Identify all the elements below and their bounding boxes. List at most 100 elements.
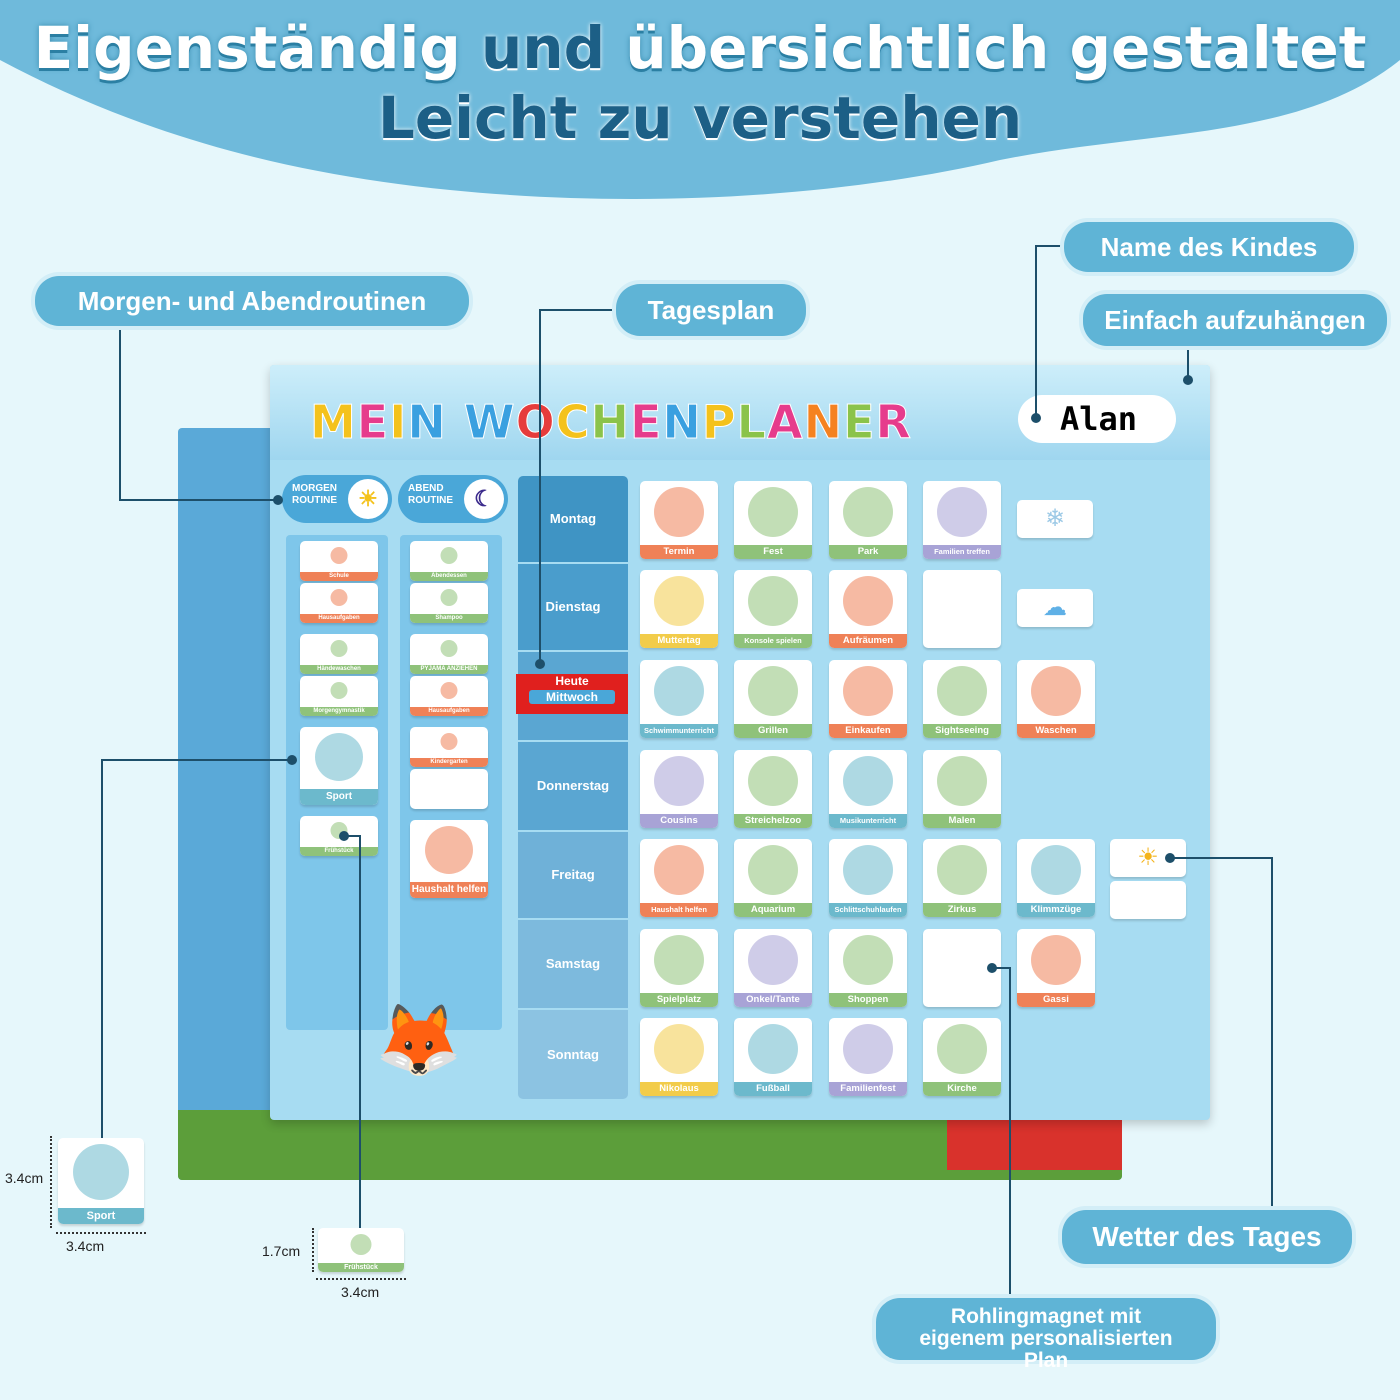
magnet-card-muttertag[interactable]: Muttertag — [640, 570, 718, 648]
magnet-label: Sport — [300, 789, 378, 805]
weather-magnet-snow[interactable]: ❄ — [1017, 500, 1093, 538]
schule-illustration — [330, 547, 348, 564]
cousins-illustration — [654, 756, 704, 806]
magnet-card-spielplatz[interactable]: Spielplatz — [640, 929, 718, 1007]
magnet-card-frühstück[interactable]: Frühstück — [300, 816, 378, 856]
magnet-label: Hausaufgaben — [410, 707, 488, 716]
magnet-card-zirkus[interactable]: Zirkus — [923, 839, 1001, 917]
day-label: Sonntag — [547, 1047, 599, 1062]
magnet-card-schlittschuhlaufen[interactable]: Schlittschuhlaufen — [829, 839, 907, 917]
einkaufen-illustration — [843, 666, 893, 716]
park-illustration — [843, 487, 893, 537]
magnet-card-fest[interactable]: Fest — [734, 481, 812, 559]
magnet-card-park[interactable]: Park — [829, 481, 907, 559]
sample-big-width: 3.4cm — [66, 1238, 105, 1254]
headline-line2: Leicht zu verstehen — [377, 84, 1023, 152]
magnet-card-kindergarten[interactable]: Kindergarten — [410, 727, 488, 767]
magnet-card-familien-treffen[interactable]: Familien treffen — [923, 481, 1001, 559]
magnet-card-musikunterricht[interactable]: Musikunterricht — [829, 750, 907, 828]
magnet-card-schwimmunterricht[interactable]: Schwimmunterricht — [640, 660, 718, 738]
hausaufgaben-illustration — [440, 682, 458, 699]
magnet-card-sightseeing[interactable]: Sightseeing — [923, 660, 1001, 738]
magnet-card-haushalt-helfen[interactable]: Haushalt helfen — [640, 839, 718, 917]
magnet-label: Streichelzoo — [734, 814, 812, 828]
sport-illustration — [73, 1144, 129, 1200]
magnet-card-aufräumen[interactable]: Aufräumen — [829, 570, 907, 648]
child-name-field[interactable]: Alan — [1018, 395, 1176, 443]
sample-small-height: 1.7cm — [262, 1243, 301, 1259]
abendessen-illustration — [440, 547, 458, 564]
magnet-label: Shoppen — [829, 993, 907, 1007]
magnet-card-grillen[interactable]: Grillen — [734, 660, 812, 738]
magnet-card-abendessen[interactable]: Abendessen — [410, 541, 488, 581]
magnet-card-onkel-tante[interactable]: Onkel/Tante — [734, 929, 812, 1007]
weekly-planner-board: MEIN WOCHENPLANER Alan MORGEN ROUTINE☀ A… — [270, 365, 1210, 1120]
magnet-card-konsole-spielen[interactable]: Konsole spielen — [734, 570, 812, 648]
magnet-card-sport[interactable]: Sport — [300, 727, 378, 805]
morgengymnastik-illustration — [330, 682, 348, 699]
familien-treffen-illustration — [937, 487, 987, 537]
magnet-card-termin[interactable]: Termin — [640, 481, 718, 559]
magnet-card-einkaufen[interactable]: Einkaufen — [829, 660, 907, 738]
magnet-card-händewaschen[interactable]: Händewaschen — [300, 634, 378, 674]
sample-small-width: 3.4cm — [341, 1284, 380, 1300]
sun-icon: ☀ — [1137, 844, 1159, 871]
magnet-card-schule[interactable]: Schule — [300, 541, 378, 581]
magnet-card-fußball[interactable]: Fußball — [734, 1018, 812, 1096]
magnet-label: Einkaufen — [829, 724, 907, 738]
magnet-card-waschen[interactable]: Waschen — [1017, 660, 1095, 738]
händewaschen-illustration — [330, 640, 348, 657]
gassi-illustration — [1031, 935, 1081, 985]
magnet-card-kirche[interactable]: Kirche — [923, 1018, 1001, 1096]
magnet-card-familienfest[interactable]: Familienfest — [829, 1018, 907, 1096]
callout-child-name: Name des Kindes — [1064, 222, 1354, 272]
magnet-card-pyjama-anziehen[interactable]: PYJAMA ANZIEHEN — [410, 634, 488, 674]
aufräumen-illustration — [843, 576, 893, 626]
nikolaus-illustration — [654, 1024, 704, 1074]
weather-magnet-rain[interactable]: ☁ — [1017, 589, 1093, 627]
magnet-card-haushalt-helfen[interactable]: Haushalt helfen — [410, 820, 488, 898]
magnet-label: Muttertag — [640, 634, 718, 648]
magnet-label: Spielplatz — [640, 993, 718, 1007]
magnet-card-malen[interactable]: Malen — [923, 750, 1001, 828]
zirkus-illustration — [937, 845, 987, 895]
magnet-card-shampoo[interactable]: Shampoo — [410, 583, 488, 623]
magnet-label: Waschen — [1017, 724, 1095, 738]
magnet-card-aquarium[interactable]: Aquarium — [734, 839, 812, 917]
magnet-card-morgengymnastik[interactable]: Morgengymnastik — [300, 676, 378, 716]
blank-magnet-card[interactable] — [923, 570, 1001, 648]
callout-daily-plan: Tagesplan — [616, 284, 806, 336]
callout-hang: Einfach aufzuhängen — [1083, 294, 1387, 346]
magnet-label: Kirche — [923, 1082, 1001, 1096]
magnet-card-streichelzoo[interactable]: Streichelzoo — [734, 750, 812, 828]
day-freitag: Freitag — [518, 832, 628, 918]
klimmzüge-illustration — [1031, 845, 1081, 895]
shoppen-illustration — [843, 935, 893, 985]
magnet-label: Grillen — [734, 724, 812, 738]
grillen-illustration — [748, 666, 798, 716]
blank-weather-magnet[interactable] — [1110, 881, 1186, 919]
day-sonntag: Sonntag — [518, 1010, 628, 1099]
magnet-card-klimmzüge[interactable]: Klimmzüge — [1017, 839, 1095, 917]
magnet-card-sport[interactable]: Sport — [58, 1138, 144, 1224]
today-label: Heute — [555, 674, 589, 688]
magnet-label: Händewaschen — [300, 665, 378, 674]
magnet-card-shoppen[interactable]: Shoppen — [829, 929, 907, 1007]
magnet-card-hausaufgaben[interactable]: Hausaufgaben — [410, 676, 488, 716]
blank-magnet-card[interactable] — [410, 769, 488, 809]
konsole-spielen-illustration — [748, 576, 798, 626]
magnet-card-nikolaus[interactable]: Nikolaus — [640, 1018, 718, 1096]
magnet-card-frühstück[interactable]: Frühstück — [318, 1228, 404, 1272]
magnet-card-cousins[interactable]: Cousins — [640, 750, 718, 828]
magnet-card-gassi[interactable]: Gassi — [1017, 929, 1095, 1007]
day-label: Montag — [549, 511, 597, 526]
callout-weather: Wetter des Tages — [1062, 1210, 1352, 1264]
haushalt-helfen-illustration — [425, 826, 473, 874]
magnet-label: Aquarium — [734, 903, 812, 917]
magnet-label: Schwimmunterricht — [640, 724, 718, 738]
magnet-card-hausaufgaben[interactable]: Hausaufgaben — [300, 583, 378, 623]
magnet-label: Schule — [300, 572, 378, 581]
magnet-label: Aufräumen — [829, 634, 907, 648]
